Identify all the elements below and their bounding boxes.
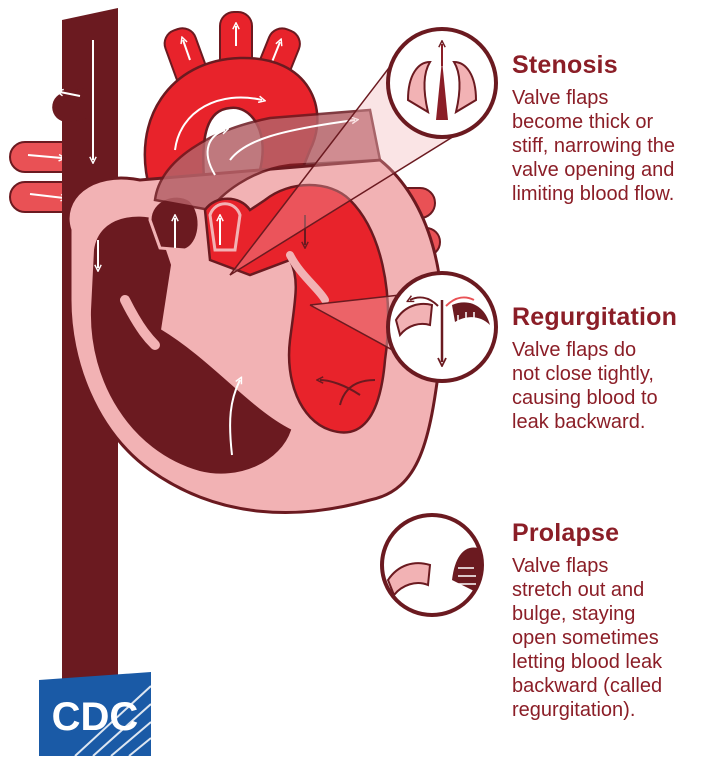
prolapse-section: Prolapse Valve flaps stretch out and bul… [512,518,722,722]
desc-line: stiff, narrowing the [512,135,675,157]
regurgitation-section: Regurgitation Valve flaps do not close t… [512,302,722,434]
desc-line: limiting blood flow. [512,183,674,205]
regurgitation-icon [388,273,496,381]
desc-line: valve opening and [512,159,674,181]
desc-line: Valve flaps do [512,339,636,361]
desc-line: causing blood to [512,387,658,409]
desc-line: bulge, staying [512,603,635,625]
desc-line: leak backward. [512,411,645,433]
stenosis-icon [388,29,496,137]
desc-line: stretch out and [512,579,644,601]
cdc-logo-text: CDC [52,695,139,739]
desc-line: Valve flaps [512,555,608,577]
desc-line: backward (called [512,675,662,697]
stenosis-title: Stenosis [512,50,722,80]
prolapse-description: Valve flaps stretch out and bulge, stayi… [512,554,722,722]
regurgitation-title: Regurgitation [512,302,722,332]
regurgitation-description: Valve flaps do not close tightly, causin… [512,338,722,434]
prolapse-title: Prolapse [512,518,722,548]
desc-line: not close tightly, [512,363,654,385]
desc-line: become thick or [512,111,653,133]
aortic-valve [210,204,240,250]
desc-line: regurgitation). [512,699,635,721]
desc-line: open sometimes [512,627,659,649]
desc-line: Valve flaps [512,87,608,109]
desc-line: letting blood leak [512,651,662,673]
stenosis-section: Stenosis Valve flaps become thick or sti… [512,50,722,206]
cdc-logo: CDC [35,672,155,756]
stenosis-description: Valve flaps become thick or stiff, narro… [512,86,722,206]
prolapse-icon [382,515,482,615]
